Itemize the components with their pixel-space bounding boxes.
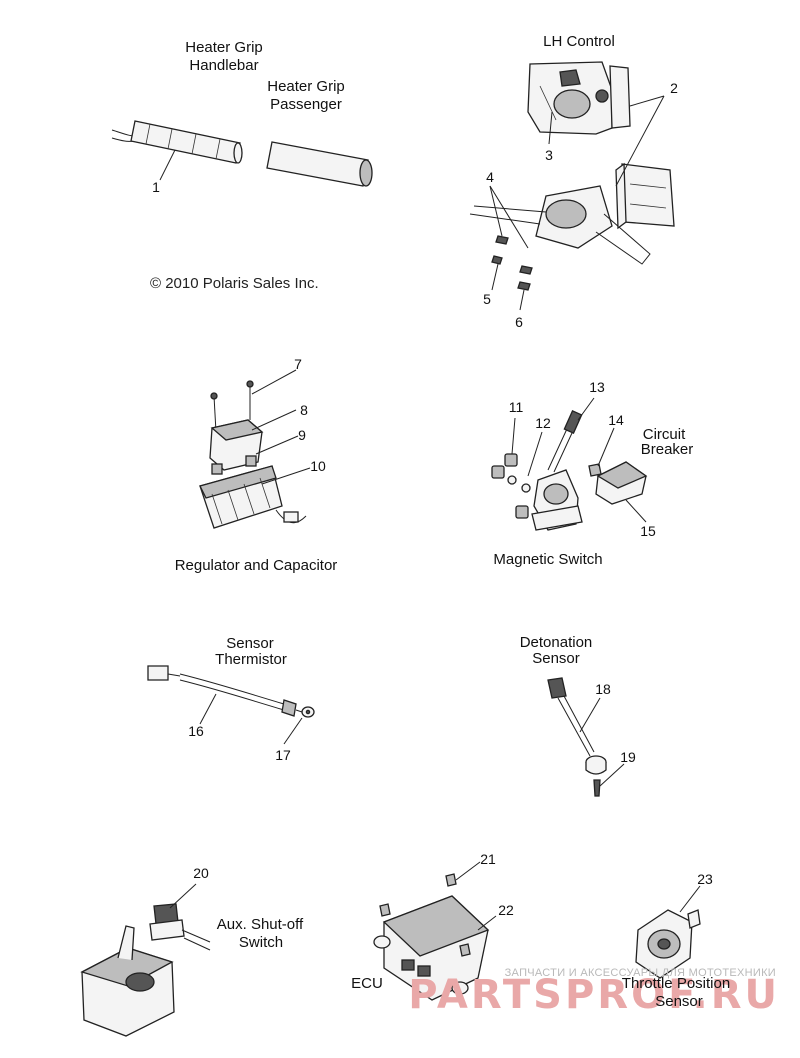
callout-9: 9	[298, 427, 306, 443]
aux-shutoff-switch-part	[80, 903, 211, 1037]
callout-23: 23	[697, 871, 713, 887]
callout-7: 7	[294, 356, 302, 372]
regulator-label: Regulator and Capacitor	[175, 557, 338, 574]
heater-grip-passenger-part	[266, 141, 373, 187]
sensor-thermistor-part	[147, 665, 315, 718]
callout-21: 21	[480, 851, 496, 867]
callout-22: 22	[498, 902, 514, 918]
watermark: ЗАПЧАСТИ И АКСЕССУАРЫ ДЛЯ МОТОТЕХНИКИ PA…	[408, 967, 780, 1018]
lh-control-housing-part	[527, 61, 631, 135]
callout-14: 14	[608, 412, 624, 428]
lh-control-switch-part	[469, 162, 675, 265]
lh-control-label: LH Control	[543, 33, 615, 50]
callout-20: 20	[193, 865, 209, 881]
callout-5: 5	[483, 291, 491, 307]
throttle-position-sensor-part	[635, 909, 701, 979]
callout-12: 12	[535, 415, 551, 431]
ecu-part	[373, 873, 490, 1001]
circuit-breaker-part	[588, 461, 648, 505]
watermark-tagline: ЗАПЧАСТИ И АКСЕССУАРЫ ДЛЯ МОТОТЕХНИКИ	[505, 967, 776, 979]
magnetic-switch-label: Magnetic Switch	[493, 551, 602, 568]
magnetic-switch-part	[491, 409, 583, 531]
callout-17: 17	[275, 747, 291, 763]
callout-2: 2	[670, 80, 678, 96]
callout-13: 13	[589, 379, 605, 395]
detonation-sensor-part	[547, 677, 607, 797]
callout-4: 4	[486, 169, 494, 185]
callout-3: 3	[545, 147, 553, 163]
callout-16: 16	[188, 723, 204, 739]
callout-8: 8	[300, 402, 308, 418]
callout-11: 11	[509, 399, 524, 415]
callout-1: 1	[152, 179, 160, 195]
heater-grip-handlebar-part	[111, 120, 243, 164]
copyright-text: © 2010 Polaris Sales Inc.	[150, 275, 319, 292]
callout-15: 15	[640, 523, 656, 539]
watermark-brand: PARTSPROF.RU	[408, 972, 780, 1018]
ecu-label: ECU	[351, 975, 383, 992]
callout-6: 6	[515, 314, 523, 330]
regulator-capacitor-part	[199, 380, 307, 529]
callout-18: 18	[595, 681, 611, 697]
lh-control-screws-part	[491, 235, 533, 291]
callout-10: 10	[310, 458, 326, 474]
callout-19: 19	[620, 749, 636, 765]
